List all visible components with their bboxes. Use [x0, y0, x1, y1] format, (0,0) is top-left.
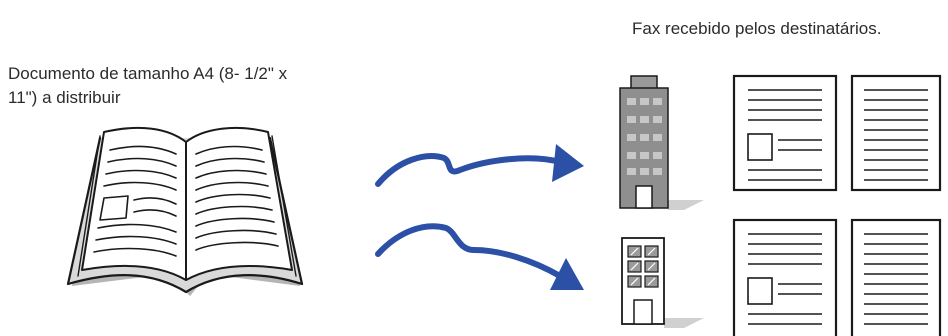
office-building-icon [621, 237, 704, 328]
document-page-icon [732, 74, 838, 192]
source-document-caption: Documento de tamanho A4 (8- 1/2" x 11") … [8, 64, 288, 107]
recipients-caption: Fax recebido pelos destinatários. [632, 19, 882, 38]
office-tower-icon [619, 75, 704, 210]
document-page-icon [732, 218, 838, 336]
curved-arrow-icon [375, 223, 584, 290]
curved-arrow-icon [375, 144, 584, 187]
document-page-icon [850, 74, 942, 192]
open-book-icon [66, 126, 304, 296]
document-page-icon [850, 218, 942, 336]
